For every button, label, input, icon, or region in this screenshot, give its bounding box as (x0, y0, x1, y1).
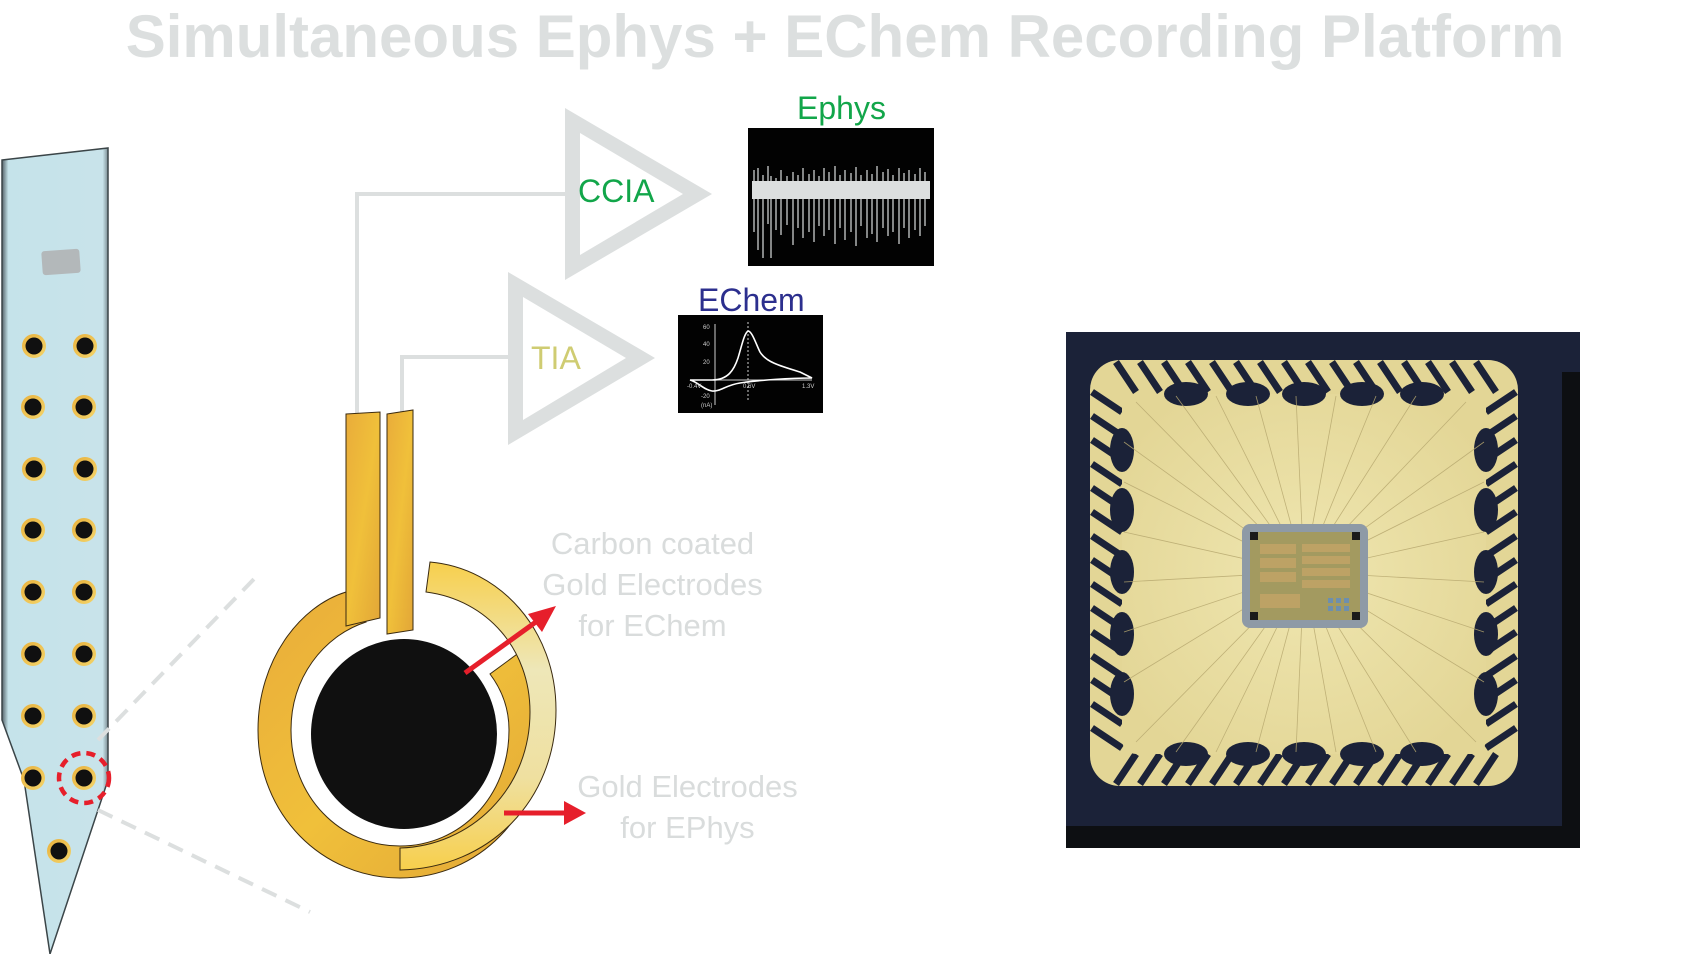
probe-electrode (72, 395, 96, 419)
chip-package-photo (1066, 332, 1580, 848)
probe-electrode (21, 580, 45, 604)
zoom-guide-line-bottom (97, 808, 311, 914)
echem-y-tick: 20 (703, 360, 710, 366)
probe-electrode (72, 518, 96, 542)
zoom-guide-line-top (96, 576, 257, 742)
probe-electrode-array (21, 334, 97, 863)
die-circuit-blocks (1260, 544, 1350, 608)
die-blue-pads (1328, 598, 1349, 611)
probe-electrode (72, 580, 96, 604)
arrow-echem-head (528, 606, 556, 632)
probe-electrode (72, 766, 96, 790)
probe-electrode (73, 457, 97, 481)
signal-wires (355, 192, 565, 414)
probe-electrode (21, 766, 45, 790)
callout-echem-electrodes: Carbon coated Gold Electrodes for EChem (520, 523, 785, 646)
package-shadow (1066, 826, 1580, 848)
probe-bond-pad (41, 248, 81, 276)
callout-ephys-electrodes: Gold Electrodes for EPhys (555, 766, 820, 848)
wire-to-ccia (355, 192, 565, 414)
arrow-ephys-head (564, 801, 586, 825)
echem-y-unit: (nA) (701, 403, 712, 409)
echem-y-tick: 40 (703, 342, 710, 348)
callout-line: for EPhys (620, 810, 755, 845)
ccia-label: CCIA (578, 173, 655, 209)
cavity-scallops (1110, 382, 1498, 766)
package-shadow-side (1562, 372, 1580, 848)
probe-electrode (21, 518, 45, 542)
ephys-spikes (753, 166, 926, 258)
neural-probe (1, 147, 112, 954)
ephys-plot-title: Ephys (797, 90, 886, 126)
probe-electrode (21, 395, 45, 419)
echem-y-tick: 60 (703, 325, 710, 331)
echem-x-tick: 1.3V (802, 384, 814, 390)
probe-electrode (72, 642, 96, 666)
probe-electrode (22, 334, 46, 358)
callout-line: Carbon coated (550, 526, 755, 561)
callout-line: Gold Electrodes (542, 567, 763, 602)
ccia-amplifier-triangle (565, 108, 712, 280)
die-corner-marks (1250, 532, 1360, 620)
echem-plot-background (678, 315, 823, 413)
highlight-circle (56, 750, 112, 806)
wire-to-tia (400, 355, 508, 412)
tia-amplifier-triangle (508, 272, 655, 445)
echem-plot: 60 40 20 -20 (nA) -0.4V 0.6V 1.3V (678, 315, 823, 413)
echem-x-tick: -0.4V (687, 384, 701, 390)
arrow-echem-line (463, 616, 542, 676)
echem-y-tick: -20 (701, 394, 710, 400)
echem-carbon-ring (399, 561, 557, 871)
callout-arrows (463, 606, 586, 825)
zoomed-electrode (257, 409, 557, 879)
callout-line: Gold Electrodes (577, 769, 798, 804)
probe-electrode (21, 642, 45, 666)
probe-electrode (73, 334, 97, 358)
ephys-plot (748, 128, 934, 266)
callout-line: for EChem (578, 608, 727, 643)
probe-electrode (22, 457, 46, 481)
page-title: Simultaneous Ephys + EChem Recording Pla… (125, 3, 1565, 70)
tia-label: TIA (531, 340, 581, 376)
echem-trace (386, 409, 414, 635)
probe-tip-electrode (47, 839, 71, 863)
echem-plot-title: EChem (698, 282, 805, 318)
ephys-trace (345, 411, 381, 627)
echem-cv-curve (689, 330, 813, 392)
probe-electrode (21, 704, 45, 728)
echem-x-tick: 0.6V (743, 384, 755, 390)
probe-electrode (72, 704, 96, 728)
carbon-disk (311, 639, 497, 829)
